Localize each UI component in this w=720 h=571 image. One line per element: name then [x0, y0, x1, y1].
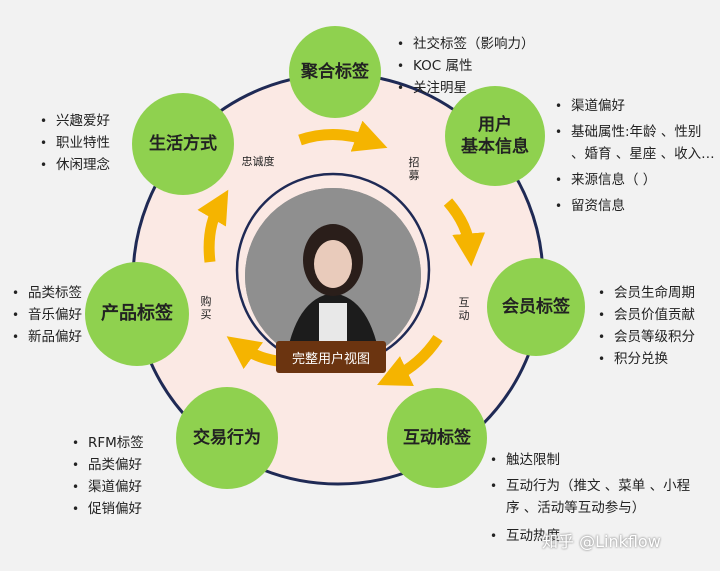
node-user-basic-info: 用户基本信息	[445, 86, 545, 186]
list-item: 新品偏好	[12, 326, 82, 348]
arrow-label-interact: 互动	[458, 296, 470, 322]
list-item: 兴趣爱好	[40, 110, 110, 132]
list-item: 互动热度	[490, 525, 700, 547]
node-transaction-behavior: 交易行为	[176, 387, 278, 489]
node-label: 产品标签	[101, 303, 173, 324]
center-label: 完整用户视图	[276, 341, 386, 373]
list-item: 会员等级积分	[598, 326, 695, 348]
node-interaction-tags: 互动标签	[387, 388, 487, 488]
list-item: 积分兑换	[598, 348, 695, 370]
list-transaction-behavior: RFM标签 品类偏好 渠道偏好 促销偏好	[72, 432, 144, 520]
node-member-tags: 会员标签	[487, 258, 585, 356]
list-item: 渠道偏好	[555, 95, 717, 117]
list-item: 互动行为（推文 、菜单 、小程序 、活动等互动参与）	[490, 475, 700, 519]
list-item: 触达限制	[490, 449, 700, 471]
list-item: 来源信息（ ）	[555, 169, 717, 191]
arrow-left	[197, 189, 229, 263]
node-label: 用户基本信息	[461, 115, 529, 157]
list-item: 渠道偏好	[72, 476, 144, 498]
node-label: 互动标签	[403, 428, 471, 448]
list-interaction-tags: 触达限制 互动行为（推文 、菜单 、小程序 、活动等互动参与） 互动热度	[490, 449, 700, 547]
node-label: 会员标签	[502, 297, 570, 317]
arrow-top	[298, 120, 388, 152]
list-item: 基础属性:年龄 、性别 、婚育 、星座 、收入…	[555, 121, 717, 165]
portrait-photo	[245, 188, 421, 364]
node-lifestyle: 生活方式	[132, 93, 234, 195]
list-item: 会员价值贡献	[598, 304, 695, 326]
list-product-tags: 品类标签 音乐偏好 新品偏好	[12, 282, 82, 348]
list-item: 职业特性	[40, 132, 110, 154]
list-lifestyle: 兴趣爱好 职业特性 休闲理念	[40, 110, 110, 176]
node-product-tags: 产品标签	[85, 262, 189, 366]
list-item: 会员生命周期	[598, 282, 695, 304]
node-label: 交易行为	[193, 428, 261, 448]
node-aggregate-tags: 聚合标签	[289, 26, 381, 118]
list-item: 品类标签	[12, 282, 82, 304]
list-item: 音乐偏好	[12, 304, 82, 326]
list-item: 休闲理念	[40, 154, 110, 176]
arrow-right-lower	[377, 334, 443, 387]
node-label: 生活方式	[149, 134, 217, 154]
arrow-label-recruit: 招募	[408, 156, 420, 182]
list-item: 促销偏好	[72, 498, 144, 520]
list-item: RFM标签	[72, 432, 144, 454]
arrow-right-upper	[443, 198, 486, 267]
portrait-image	[245, 188, 421, 364]
list-member-tags: 会员生命周期 会员价值贡献 会员等级积分 积分兑换	[598, 282, 695, 370]
list-item: 社交标签（影响力）	[397, 33, 535, 55]
arrow-label-purchase: 购买	[200, 295, 212, 321]
watermark: 知乎 @Linkflow	[542, 532, 661, 551]
arrow-label-loyalty: 忠诚度	[241, 155, 275, 168]
list-item: KOC 属性	[397, 55, 535, 77]
list-item: 留资信息	[555, 195, 717, 217]
list-item: 关注明星	[397, 77, 535, 99]
node-label: 聚合标签	[301, 62, 369, 82]
list-item: 品类偏好	[72, 454, 144, 476]
list-aggregate-tags: 社交标签（影响力） KOC 属性 关注明星	[397, 33, 535, 99]
list-user-basic-info: 渠道偏好 基础属性:年龄 、性别 、婚育 、星座 、收入… 来源信息（ ） 留资…	[555, 95, 717, 217]
